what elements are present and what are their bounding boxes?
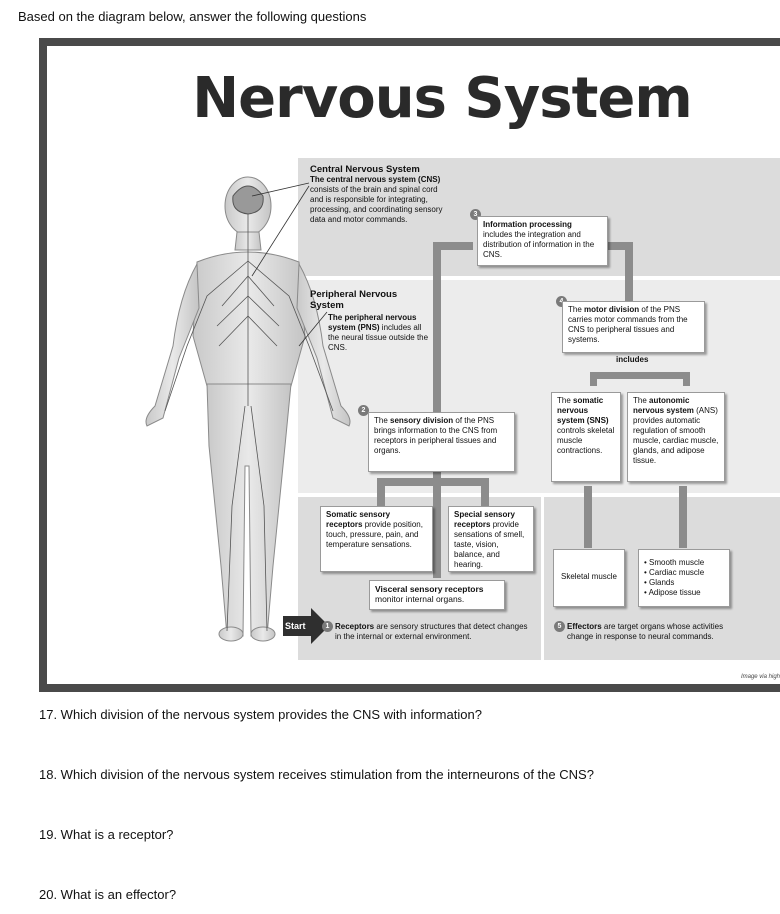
question-18: 18. Which division of the nervous system… <box>39 767 594 782</box>
motor-arrow-down <box>625 242 633 302</box>
effectors-term: Effectors <box>567 622 602 631</box>
autonomic-targets-box: • Smooth muscle • Cardiac muscle • Gland… <box>638 549 730 607</box>
sns-pre: The <box>557 396 573 405</box>
step-1-badge: 1 <box>322 621 333 632</box>
sensory-division-box: The sensory division of the PNS brings i… <box>368 412 515 472</box>
target-item: • Smooth muscle <box>644 558 724 568</box>
includes-bar <box>590 372 690 379</box>
special-sensory-receptors-box: Special sensory receptors provide sensat… <box>448 506 534 572</box>
motor-pre: The <box>568 305 584 314</box>
nervous-system-diagram: Nervous System <box>39 38 780 692</box>
receptors-term: Receptors <box>335 622 374 631</box>
somatic-nervous-system-box: The somatic nervous system (SNS) control… <box>551 392 621 482</box>
question-17: 17. Which division of the nervous system… <box>39 707 482 722</box>
includes-label: includes <box>616 355 648 365</box>
sensory-division-term: sensory division <box>390 416 453 425</box>
image-credit: Image via high <box>741 674 780 680</box>
special-up <box>481 478 489 506</box>
visceral-receptors-text: monitor internal organs. <box>375 594 464 604</box>
cns-description: Central Nervous System The central nervo… <box>310 164 450 225</box>
instructions-text: Based on the diagram below, answer the f… <box>18 9 366 24</box>
information-processing-box: Information processing includes the inte… <box>477 216 608 266</box>
pns-description: Peripheral Nervous System The peripheral… <box>310 289 430 353</box>
sensory-pre: The <box>374 416 390 425</box>
autonomic-nervous-system-box: The autonomic nervous system (ANS) provi… <box>627 392 725 482</box>
target-cardiac-muscle: Cardiac muscle <box>649 568 704 577</box>
cns-term: The central nervous system (CNS) <box>310 175 440 184</box>
receptors-description: Receptors are sensory structures that de… <box>335 622 530 642</box>
target-item: • Adipose tissue <box>644 588 724 598</box>
ans-arrow-down <box>683 372 690 386</box>
target-smooth-muscle: Smooth muscle <box>649 558 704 567</box>
skeletal-arrow <box>584 486 592 548</box>
target-adipose-tissue: Adipose tissue <box>649 588 701 597</box>
sns-text: controls skeletal muscle contractions. <box>557 426 614 455</box>
step-5-badge: 5 <box>554 621 565 632</box>
skeletal-muscle-label: Skeletal muscle <box>561 572 617 581</box>
visceral-receptors-term: Visceral sensory receptors <box>375 584 484 594</box>
effectors-description: Effectors are target organs whose activi… <box>567 622 737 642</box>
skeletal-muscle-box: Skeletal muscle <box>553 549 625 607</box>
cns-text: consists of the brain and spinal cord an… <box>310 185 443 224</box>
target-glands: Glands <box>649 578 674 587</box>
start-label: Start <box>285 621 306 631</box>
information-processing-term: Information processing <box>483 220 572 229</box>
target-item: • Cardiac muscle <box>644 568 724 578</box>
ans-effector-arrow <box>679 486 687 548</box>
visceral-up <box>433 466 441 578</box>
ans-pre: The <box>633 396 649 405</box>
somatic-sensory-receptors-box: Somatic sensory receptors provide positi… <box>320 506 433 572</box>
motor-division-box: The motor division of the PNS carries mo… <box>562 301 705 353</box>
information-processing-text: includes the integration and distributio… <box>483 230 594 259</box>
pns-heading: Peripheral Nervous System <box>310 289 430 311</box>
target-item: • Glands <box>644 578 724 588</box>
question-19: 19. What is a receptor? <box>39 827 173 842</box>
question-20: 20. What is an effector? <box>39 887 176 902</box>
motor-division-term: motor division <box>584 305 639 314</box>
arrow-to-processing <box>433 242 473 250</box>
visceral-sensory-receptors-box: Visceral sensory receptors monitor inter… <box>369 580 505 610</box>
cns-heading: Central Nervous System <box>310 164 450 175</box>
somatic-up <box>377 478 385 506</box>
sns-arrow-down <box>590 372 597 386</box>
